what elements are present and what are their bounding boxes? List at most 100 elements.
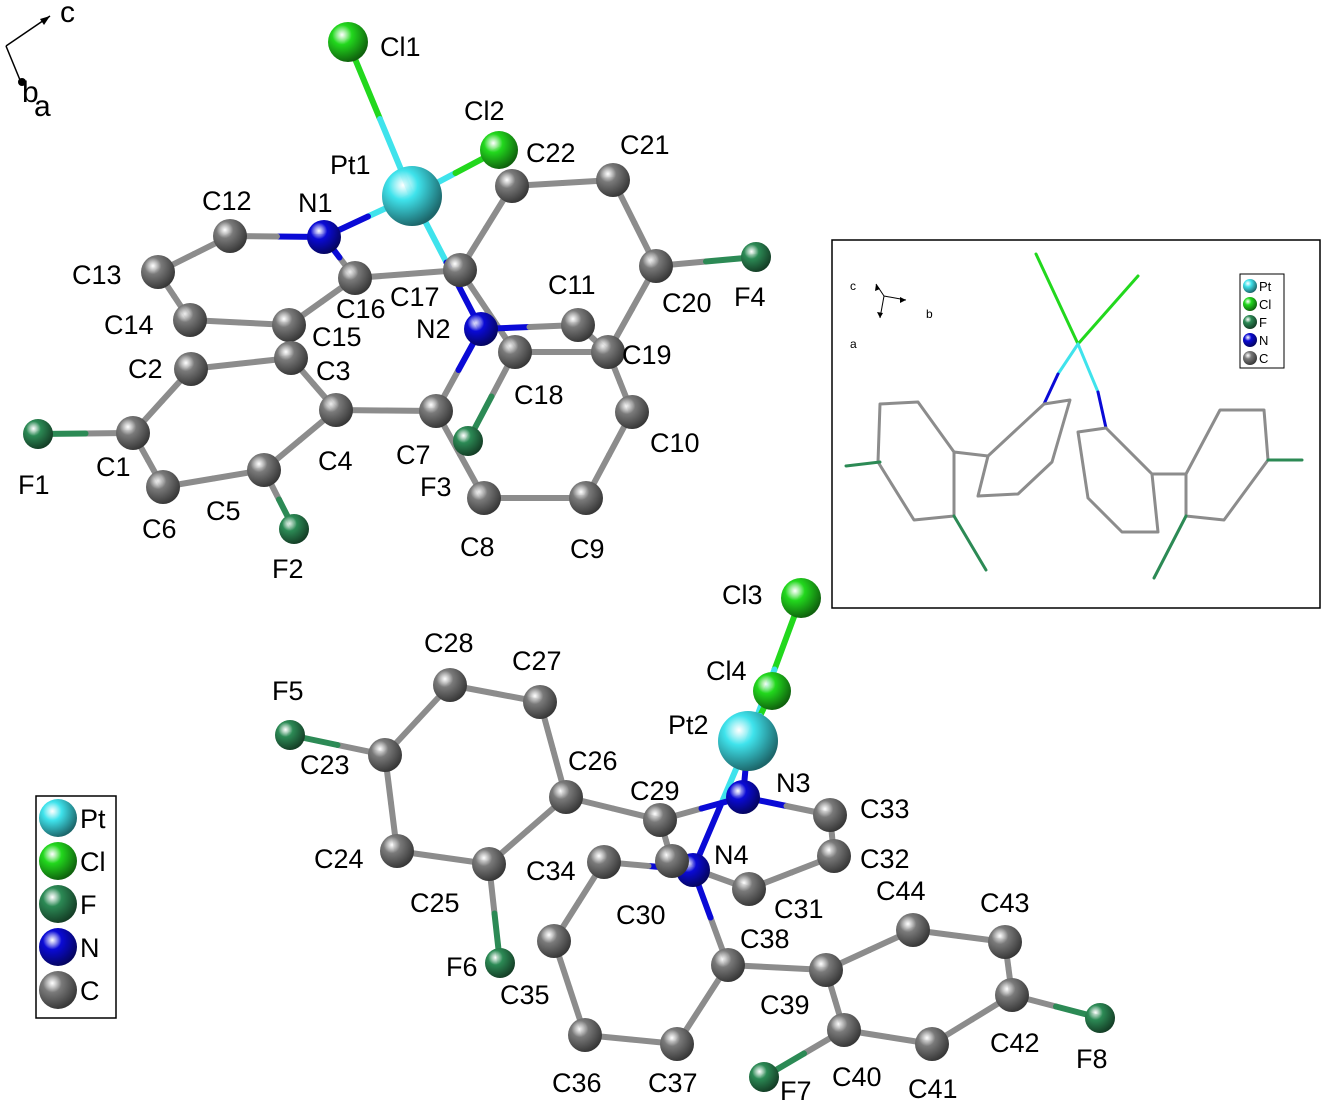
inset-legend-label-pt: Pt xyxy=(1259,279,1272,294)
atom-c22 xyxy=(495,169,529,203)
atom-cl1 xyxy=(328,22,368,62)
atom-label-c14: C14 xyxy=(104,310,154,340)
atom-n1 xyxy=(307,220,341,254)
atom-label-c15: C15 xyxy=(312,322,362,352)
inset-a-arrowhead xyxy=(877,312,883,318)
legend-swatch-cl xyxy=(39,842,77,880)
atom-c16 xyxy=(338,261,372,295)
atom-label-c13: C13 xyxy=(72,260,122,290)
legend-swatch-f xyxy=(39,885,77,923)
atom-c3 xyxy=(274,341,308,375)
atom-c20 xyxy=(639,249,673,283)
atom-label-n4: N4 xyxy=(714,840,749,870)
atom-c31 xyxy=(732,872,766,906)
atom-label-c23: C23 xyxy=(300,750,350,780)
atom-label-c33: C33 xyxy=(860,794,910,824)
legend-swatch-n xyxy=(39,928,77,966)
atom-c24 xyxy=(380,834,414,868)
atom-label-n3: N3 xyxy=(776,768,811,798)
atom-c11 xyxy=(561,308,595,342)
inset-stick-0 xyxy=(1034,252,1080,346)
atom-c42 xyxy=(995,978,1029,1012)
atom-label-c27: C27 xyxy=(512,646,562,676)
atom-c41 xyxy=(915,1027,949,1061)
inset-stick-9 xyxy=(952,514,988,572)
atom-c33 xyxy=(813,798,847,832)
atom-label-cl4: Cl4 xyxy=(706,656,747,686)
atom-n2 xyxy=(464,312,498,346)
atom-label-c6: C6 xyxy=(142,514,177,544)
inset-legend-swatch-c xyxy=(1243,351,1257,365)
atom-label-c39: C39 xyxy=(760,990,810,1020)
atom-c37 xyxy=(660,1027,694,1061)
atom-c15 xyxy=(272,308,306,342)
atom-c28 xyxy=(433,668,467,702)
atom-label-c16: C16 xyxy=(336,294,386,324)
atom-label-n2: N2 xyxy=(416,314,451,344)
atom-f2 xyxy=(279,514,309,544)
atom-label-cl2: Cl2 xyxy=(464,96,505,126)
atom-label-f3: F3 xyxy=(420,472,452,502)
legend-label-f: F xyxy=(80,890,97,920)
inset-a-label: a xyxy=(850,337,857,351)
atom-c2 xyxy=(174,352,208,386)
atom-label-pt2: Pt2 xyxy=(668,710,709,740)
atom-c4 xyxy=(319,393,353,427)
atom-c6 xyxy=(146,470,180,504)
atom-label-c43: C43 xyxy=(980,888,1030,918)
atom-c7 xyxy=(419,394,453,428)
inset-b-label: b xyxy=(926,307,933,321)
atom-label-f2: F2 xyxy=(272,554,304,584)
inset-stick-13 xyxy=(1152,514,1188,580)
atom-label-pt1: Pt1 xyxy=(330,150,371,180)
legend-label-n: N xyxy=(80,933,100,963)
atom-c44 xyxy=(896,913,930,947)
inset-stick-1 xyxy=(1076,274,1140,346)
atom-label-cl1: Cl1 xyxy=(380,32,421,62)
atom-label-c41: C41 xyxy=(908,1074,958,1104)
inset-legend-label-c: C xyxy=(1259,351,1268,366)
inset-b-arrowhead xyxy=(900,297,906,303)
atom-label-c19: C19 xyxy=(622,340,672,370)
atom-c27 xyxy=(523,685,557,719)
atom-label-c34: C34 xyxy=(526,856,576,886)
atom-cl3 xyxy=(781,578,821,618)
inset-legend-label-cl: Cl xyxy=(1259,297,1271,312)
atom-label-c17: C17 xyxy=(390,282,440,312)
atom-c34 xyxy=(587,845,621,879)
atom-label-c24: C24 xyxy=(314,844,364,874)
atoms-layer xyxy=(23,22,1115,1092)
atom-c26 xyxy=(549,780,583,814)
atom-label-cl3: Cl3 xyxy=(722,580,763,610)
atom-f1 xyxy=(23,419,53,449)
atom-c43 xyxy=(988,925,1022,959)
atom-label-c36: C36 xyxy=(552,1068,602,1098)
atom-label-c42: C42 xyxy=(990,1028,1040,1058)
atom-label-c37: C37 xyxy=(648,1068,698,1098)
legend-label-cl: Cl xyxy=(80,847,106,877)
inset-stick-3 xyxy=(1076,342,1100,394)
inset-stick-8 xyxy=(844,460,882,468)
atom-label-c4: C4 xyxy=(318,446,353,476)
b-axis-label: b xyxy=(22,76,39,109)
atom-label-c32: C32 xyxy=(860,844,910,874)
atom-label-f4: F4 xyxy=(734,282,766,312)
inset-legend-label-n: N xyxy=(1259,333,1268,348)
a-axis-label: a xyxy=(34,90,51,123)
inset-orientation-axes: c b a xyxy=(850,279,933,351)
atom-n3 xyxy=(726,780,760,814)
inset-legend-swatch-pt xyxy=(1243,279,1257,293)
atom-c12 xyxy=(213,219,247,253)
inset-wireframe-molecule xyxy=(844,252,1304,580)
atom-c38 xyxy=(711,948,745,982)
atom-pt2 xyxy=(718,711,778,771)
atom-c29 xyxy=(643,803,677,837)
inset-legend-swatch-cl xyxy=(1243,297,1257,311)
atom-cl2 xyxy=(480,131,518,169)
atom-label-c7: C7 xyxy=(396,440,431,470)
legend-swatch-pt xyxy=(39,799,77,837)
atom-label-c26: C26 xyxy=(568,746,618,776)
atom-label-c22: C22 xyxy=(526,138,576,168)
